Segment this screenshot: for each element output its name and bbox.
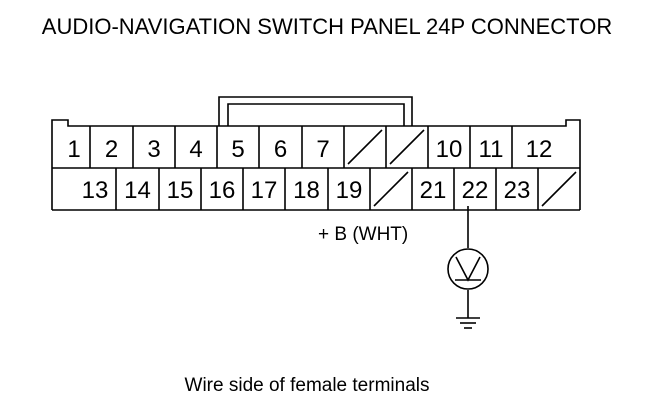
empty-cavity-top_row-7 [347,129,383,165]
terminal-19: 19 [336,177,363,204]
terminal-6: 6 [274,136,287,163]
terminal-15: 15 [167,177,194,204]
terminal-11: 11 [479,136,504,163]
terminal-13: 13 [82,177,109,204]
terminal-5: 5 [231,136,244,163]
empty-cavity-top_row-8 [389,129,425,165]
connector-outline [51,96,581,211]
diagram-title: AUDIO-NAVIGATION SWITCH PANEL 24P CONNEC… [42,14,612,39]
terminal-16: 16 [209,177,236,204]
terminal-23: 23 [504,177,531,204]
empty-cavity-bottom_row-7 [373,171,409,207]
terminal-1: 1 [67,136,80,163]
terminal-2: 2 [105,136,118,163]
terminal-18: 18 [293,177,320,204]
terminal-3: 3 [147,136,160,163]
voltmeter-icon [447,248,489,290]
connector-bottom-row: 13 14 15 16 17 18 19 21 22 23 [82,168,577,210]
terminal-12: 12 [526,136,553,163]
terminal-22-note: + B (WHT) [318,224,408,245]
terminal-7: 7 [316,136,329,163]
terminal-22: 22 [462,177,489,204]
terminal-17: 17 [251,177,278,204]
empty-cavity-bottom_row-11 [541,171,577,207]
terminal-21: 21 [420,177,447,204]
terminal-4: 4 [189,136,202,163]
terminal-14: 14 [124,177,151,204]
terminal-10: 10 [436,136,463,163]
diagram-caption: Wire side of female terminals [185,375,430,396]
ground-icon [456,317,480,329]
